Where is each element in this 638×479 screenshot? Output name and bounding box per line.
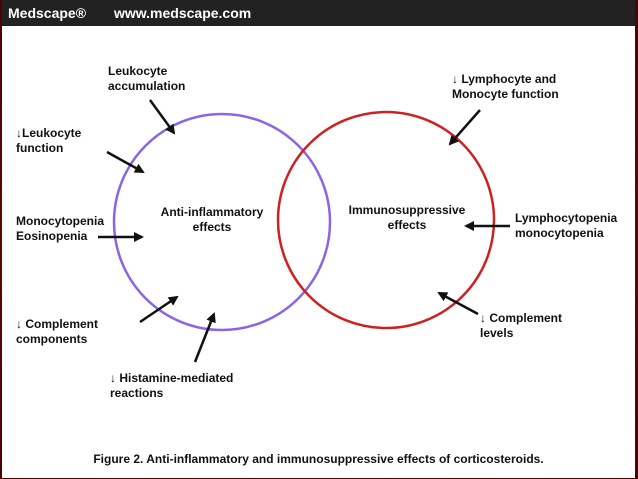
label-lymphocytopenia: Lymphocytopenia monocytopenia	[515, 211, 617, 241]
right-title-line2: effects	[387, 218, 427, 232]
label-line: reactions	[110, 386, 164, 400]
arrow-leukocyte-function	[106, 150, 145, 174]
label-line: Lymphocytopenia	[515, 211, 618, 225]
label-complement-components: ↓ Complement components	[16, 317, 98, 347]
arrow-leukocyte-accumulation	[148, 99, 176, 135]
venn-diagram	[98, 99, 510, 363]
label-leukocyte-accumulation: Leukocyte accumulation	[108, 64, 185, 94]
left-circle	[112, 112, 332, 332]
label-line: ↓ Histamine-mediated	[110, 371, 234, 385]
right-circle	[276, 110, 496, 330]
label-line: ↓Leukocyte	[16, 126, 82, 140]
site-url: www.medscape.com	[114, 5, 252, 21]
label-line: ↓ Complement	[480, 311, 563, 325]
label-line: Leukocyte	[108, 64, 168, 78]
left-title-line1: Anti-inflammatory	[160, 205, 264, 219]
label-line: accumulation	[108, 79, 186, 93]
label-line: ↓ Lymphocyte and	[452, 72, 557, 86]
arrow-complement-levels	[437, 291, 479, 316]
left-circle-title: Anti-inflammatory effects	[152, 205, 272, 235]
label-line: levels	[480, 326, 514, 340]
label-line: monocytopenia	[515, 226, 604, 240]
label-lymphocyte-function: ↓ Lymphocyte and Monocyte function	[452, 72, 559, 102]
arrow-histamine	[193, 312, 216, 363]
label-complement-levels: ↓ Complement levels	[480, 311, 562, 341]
label-line: Monocyte function	[452, 87, 559, 101]
figure-caption: Figure 2. Anti-inflammatory and immunosu…	[93, 452, 544, 466]
right-title-line1: Immunosuppressive	[348, 203, 466, 217]
label-monocytopenia: Monocytopenia Eosinopenia	[16, 214, 104, 244]
label-line: Monocytopenia	[16, 214, 105, 228]
label-line: function	[16, 141, 64, 155]
label-line: Eosinopenia	[16, 229, 88, 243]
header-bar: Medscape® www.medscape.com	[2, 0, 635, 26]
left-title-line2: effects	[192, 220, 232, 234]
label-histamine: ↓ Histamine-mediated reactions	[110, 371, 233, 401]
label-line: components	[16, 332, 88, 346]
label-line: ↓ Complement	[16, 317, 99, 331]
arrow-complement-components	[139, 295, 179, 324]
label-leukocyte-function: ↓Leukocyte function	[16, 126, 81, 156]
brand-name: Medscape®	[8, 5, 87, 21]
arrow-lymphocyte-function	[448, 109, 481, 146]
right-circle-title: Immunosuppressive effects	[342, 203, 472, 233]
